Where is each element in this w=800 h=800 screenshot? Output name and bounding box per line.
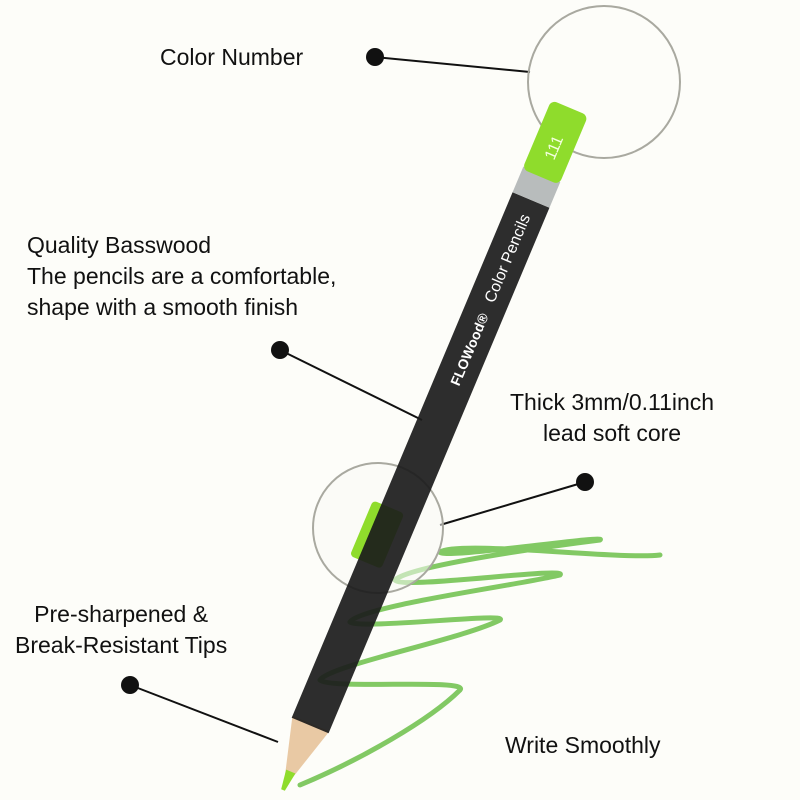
pencil-body xyxy=(291,192,550,734)
label-basswood: Quality Basswood The pencils are a comfo… xyxy=(27,230,336,323)
basswood-line1: The pencils are a comfortable, xyxy=(27,263,337,289)
basswood-line2: shape with a smooth finish xyxy=(27,294,299,320)
leader-dots xyxy=(121,48,594,694)
pencil-lead-tip xyxy=(281,769,296,791)
core-line1: Thick 3mm/0.11inch xyxy=(510,389,715,415)
label-write-smoothly: Write Smoothly xyxy=(505,732,661,758)
pencil: FLOWood® Color Pencils 111 xyxy=(281,101,587,791)
leader-lines xyxy=(129,56,586,743)
basswood-title: Quality Basswood xyxy=(27,232,212,258)
label-tips: Pre-sharpened & Break-Resistant Tips xyxy=(15,599,227,661)
core-line2: lead soft core xyxy=(543,420,682,446)
pencil-wood-cone xyxy=(285,715,330,778)
pencil-end-cap xyxy=(524,101,587,183)
label-color-number: Color Number xyxy=(160,44,304,70)
label-core: Thick 3mm/0.11inch lead soft core xyxy=(510,387,714,449)
green-scribble xyxy=(297,536,663,788)
tips-line1: Pre-sharpened & xyxy=(34,601,209,627)
tips-line2: Break-Resistant Tips xyxy=(15,632,228,658)
pencil-ferrule xyxy=(512,166,561,208)
